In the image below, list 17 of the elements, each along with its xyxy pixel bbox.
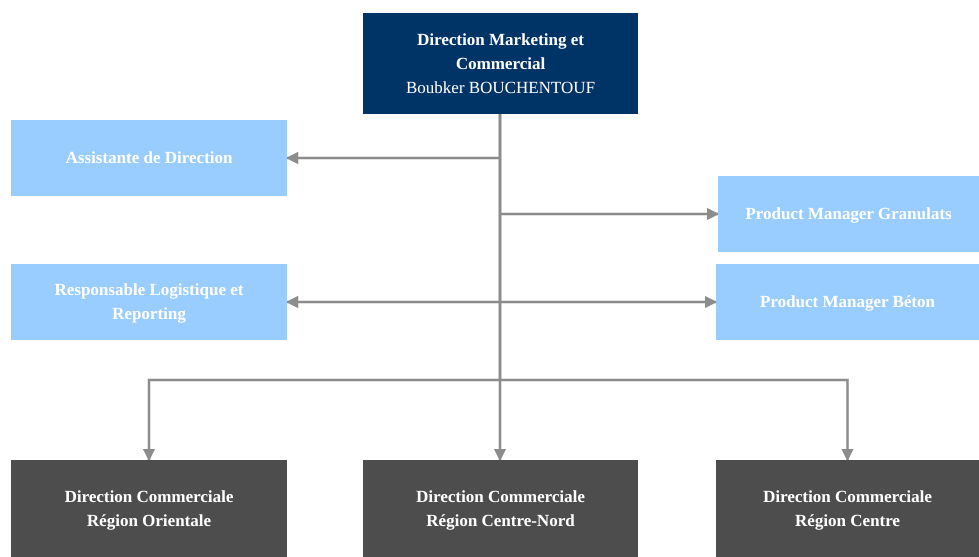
box-title: Direction Marketing et Commercial (416, 28, 585, 74)
box-title: Direction Commerciale Région Centre (762, 486, 933, 532)
org-box (363, 13, 638, 114)
org-box (716, 460, 979, 557)
box-title: Product Manager Béton (760, 291, 936, 313)
box-title: Direction Commerciale Région Orientale (64, 486, 234, 532)
person-name: Boubker BOUCHENTOUF (406, 76, 596, 98)
box-title: Assistante de Direction (66, 147, 232, 169)
org-box (11, 460, 287, 557)
org-box (716, 264, 979, 340)
org-box (363, 460, 638, 557)
org-box (11, 264, 287, 340)
box-title: Product Manager Granulats (745, 203, 952, 225)
box-title: Responsable Logistique et Reporting (54, 279, 244, 325)
org-box (718, 176, 979, 252)
org-box (11, 120, 287, 196)
box-title: Direction Commerciale Région Centre-Nord (415, 486, 586, 532)
